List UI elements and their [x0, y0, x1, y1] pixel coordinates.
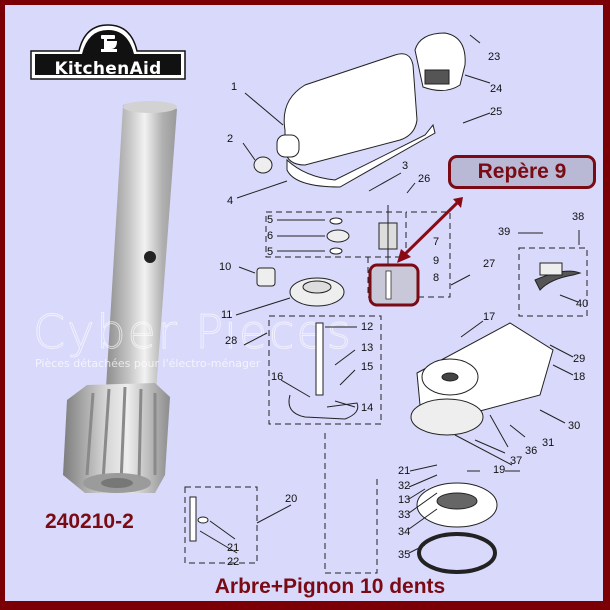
label-18: 18 — [573, 371, 586, 383]
label-17: 17 — [483, 311, 496, 323]
label-20: 20 — [285, 493, 298, 505]
label-1: 1 — [231, 81, 238, 93]
label-21a: 21 — [227, 542, 240, 554]
label-24: 24 — [490, 83, 503, 95]
label-27: 27 — [483, 258, 496, 270]
label-16: 16 — [271, 371, 284, 383]
label-39: 39 — [498, 226, 511, 238]
product-canvas: KitchenAid — [5, 5, 603, 601]
exploded-parts-diagram — [184, 32, 588, 574]
product-description: Arbre+Pignon 10 dents — [214, 575, 446, 598]
label-30: 30 — [568, 420, 581, 432]
label-4: 4 — [227, 195, 234, 207]
label-15: 15 — [361, 361, 374, 373]
label-28: 28 — [225, 335, 238, 347]
logo-badge-icon — [30, 24, 186, 80]
label-25: 25 — [490, 106, 503, 118]
repere-highlight-box — [368, 263, 420, 307]
shaft-hole — [144, 251, 156, 263]
label-13b: 13 — [398, 494, 411, 506]
label-21b: 21 — [398, 465, 411, 477]
label-33: 33 — [398, 509, 411, 521]
label-19: 19 — [493, 464, 506, 476]
label-10: 10 — [219, 261, 232, 273]
callout-arrow — [400, 201, 459, 259]
label-14: 14 — [361, 402, 374, 414]
label-5b: 5 — [267, 246, 274, 258]
label-32: 32 — [398, 480, 411, 492]
label-22: 22 — [227, 556, 240, 568]
label-13a: 13 — [361, 342, 374, 354]
label-11: 11 — [221, 309, 233, 321]
watermark-subtitle: Pièces détachées pour l'électro-ménager — [35, 357, 261, 370]
part-number: 240210-2 — [45, 510, 134, 533]
label-9: 9 — [433, 255, 440, 267]
kitchenaid-logo: KitchenAid — [27, 21, 189, 83]
label-38: 38 — [572, 211, 585, 223]
stand-mixer-icon — [101, 35, 117, 52]
repere-callout: Repère 9 — [448, 155, 596, 189]
label-8: 8 — [433, 272, 440, 284]
watermark-title: Cyber Pieces — [33, 305, 353, 360]
logo-text: KitchenAid — [54, 59, 162, 79]
label-40: 40 — [576, 298, 589, 310]
label-12: 12 — [361, 321, 374, 333]
label-34: 34 — [398, 526, 411, 538]
label-37: 37 — [510, 455, 523, 467]
label-23: 23 — [488, 51, 501, 63]
label-26: 26 — [418, 173, 431, 185]
label-31: 31 — [542, 437, 555, 449]
label-2: 2 — [227, 133, 234, 145]
label-35: 35 — [398, 549, 411, 561]
shaft-pinion-photo — [63, 101, 177, 493]
label-29: 29 — [573, 353, 586, 365]
label-6: 6 — [267, 230, 274, 242]
label-36: 36 — [525, 445, 538, 457]
label-5a: 5 — [267, 214, 274, 226]
label-7: 7 — [433, 236, 440, 248]
label-3: 3 — [402, 160, 409, 172]
